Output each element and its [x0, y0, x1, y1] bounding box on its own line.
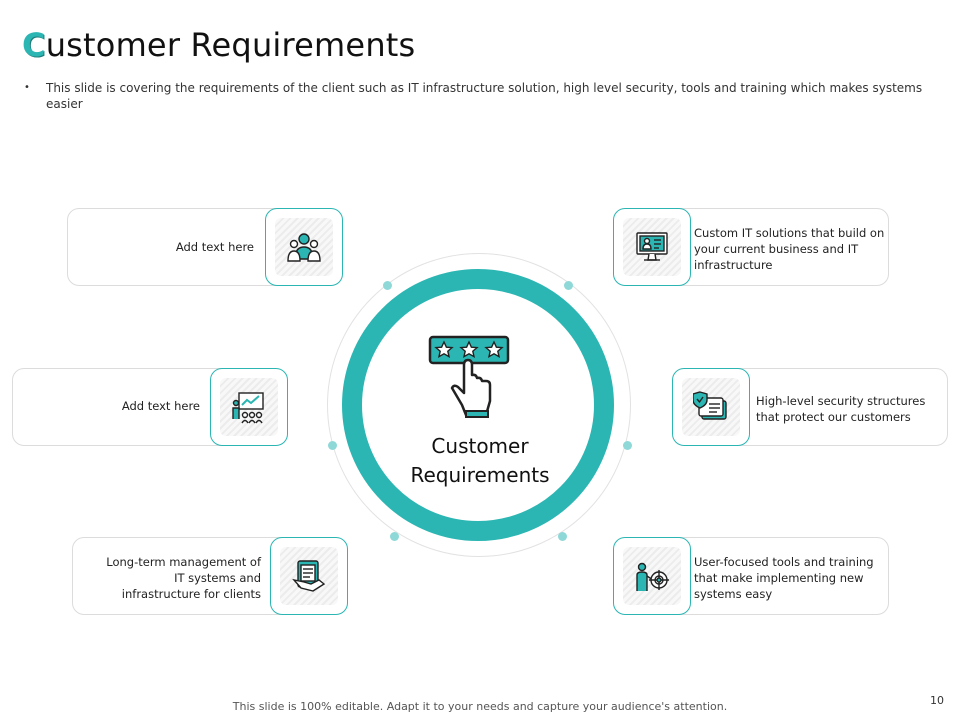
requirement-icon-box: [672, 368, 750, 446]
ring-dot: [564, 281, 573, 290]
presentation-icon: [232, 392, 264, 424]
ring-dot: [328, 441, 337, 450]
requirement-icon-box: [265, 208, 343, 286]
team-people-icon: [287, 233, 321, 262]
requirement-text: High-level security structures that prot…: [756, 394, 926, 424]
footer-note: This slide is 100% editable. Adapt it to…: [232, 700, 728, 713]
outer-ring: [327, 253, 631, 557]
ring-dot: [623, 441, 632, 450]
center-label: Customer Requirements: [380, 432, 580, 490]
computer-profile-icon: [636, 232, 668, 261]
requirement-text: Add text here: [175, 240, 254, 254]
title-rest: ustomer Requirements: [45, 26, 416, 64]
requirement-icon-box: [270, 537, 348, 615]
requirement-icon-box: [613, 208, 691, 286]
ring-dot: [383, 281, 392, 290]
center-label-line1: Customer: [431, 434, 529, 458]
title-first-letter: C: [22, 26, 46, 64]
requirement-text: Long-term management of IT systems and i…: [106, 555, 261, 601]
tablet-hand-icon: [292, 560, 326, 592]
ring-dot: [390, 532, 399, 541]
requirement-text: Add text here: [121, 399, 200, 413]
user-training-icon: [636, 562, 669, 591]
bullet-dot: •: [24, 82, 30, 93]
description-bullet: • This slide is covering the requirement…: [24, 80, 924, 112]
requirement-icon-box: [613, 537, 691, 615]
rating-stars-hand-icon: [428, 335, 510, 418]
center-label-line2: Requirements: [410, 463, 550, 487]
requirement-icon-box: [210, 368, 288, 446]
requirement-text: Custom IT solutions that build on your c…: [694, 226, 885, 272]
slide-title: Customer Requirements: [22, 26, 415, 64]
security-card-icon: [693, 391, 727, 420]
ring-dot: [558, 532, 567, 541]
requirement-text: User-focused tools and training that mak…: [694, 555, 874, 601]
description-text: This slide is covering the requirements …: [46, 81, 923, 111]
page-number: 10: [930, 694, 944, 707]
